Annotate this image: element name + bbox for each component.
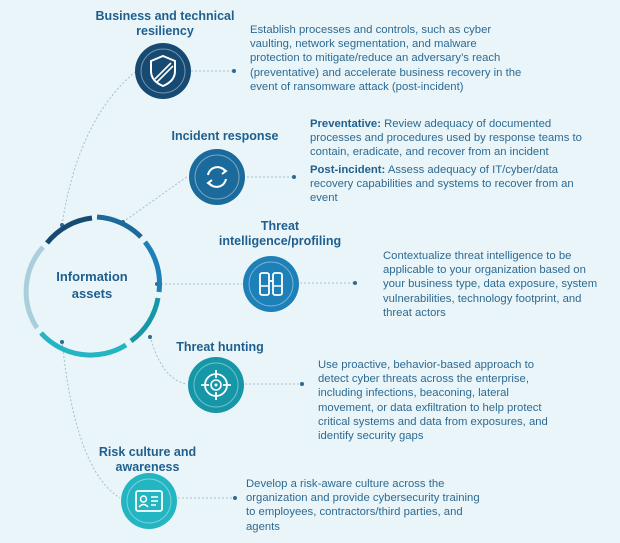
ring-segment	[142, 240, 162, 293]
desc-preventative: Preventative: Review adequacy of documen…	[310, 117, 595, 160]
binoculars-icon	[243, 256, 299, 312]
desc-threat-intelligence: Contextualize threat intelligence to be …	[383, 250, 598, 319]
desc-incident-response: Preventative: Review adequacy of documen…	[310, 117, 595, 205]
desc-risk-culture: Develop a risk-aware culture across the …	[246, 478, 480, 533]
title-line: Threat hunting	[176, 340, 264, 354]
title-line: Risk culture and	[98, 445, 197, 459]
desc-post-incident: Post-incident: Assess adequacy of IT/cyb…	[310, 163, 595, 206]
ring-segment	[129, 297, 161, 344]
title-incident-response: Incident response	[160, 129, 290, 144]
id-card-icon	[121, 473, 177, 529]
title-threat-hunting: Threat hunting	[160, 340, 280, 355]
ring-segment	[23, 245, 45, 330]
connector-risk-culture	[61, 339, 121, 499]
title-line: resiliency	[136, 24, 194, 38]
center-label: Information assets	[40, 268, 144, 302]
title-line: Threat	[260, 219, 300, 233]
connector-dot	[232, 69, 236, 73]
connector-dot	[60, 340, 64, 344]
ring-segment	[45, 215, 93, 245]
preventative-text: Review adequacy of documented processes …	[310, 118, 582, 159]
post-incident-label: Post-incident:	[310, 163, 386, 176]
shield-icon	[135, 43, 191, 99]
title-line: awareness	[115, 460, 180, 474]
connector-incident	[122, 175, 189, 223]
title-business-resiliency: Business and technical resiliency	[90, 9, 240, 39]
connector-dot	[148, 335, 152, 339]
title-line: Business and technical	[95, 9, 235, 23]
desc-threat-hunting: Use proactive, behavior-based approach t…	[318, 359, 548, 443]
preventative-label: Preventative:	[310, 118, 381, 130]
connector-threat-hunting	[149, 335, 188, 385]
center-label-line2: assets	[71, 286, 113, 301]
refresh-icon	[189, 149, 245, 205]
center-label-line1: Information	[56, 269, 128, 284]
connector-resiliency	[61, 71, 136, 226]
ring-segment	[39, 331, 128, 358]
title-line: intelligence/profiling	[218, 234, 342, 248]
connector-dot	[292, 175, 296, 179]
title-risk-culture: Risk culture and awareness	[85, 445, 210, 475]
crosshair-icon	[188, 357, 244, 413]
title-line: Incident response	[171, 129, 279, 143]
ring-segment	[96, 214, 143, 239]
information-assets-ring	[23, 214, 162, 358]
connector-dot	[353, 281, 357, 285]
connector-dot	[233, 496, 237, 500]
connector-dot	[300, 382, 304, 386]
desc-business-resiliency: Establish processes and controls, such a…	[250, 24, 522, 93]
title-threat-intelligence: Threat intelligence/profiling	[205, 219, 355, 249]
post-incident-text: Assess adequacy of IT/cyber/data recover…	[310, 163, 574, 205]
